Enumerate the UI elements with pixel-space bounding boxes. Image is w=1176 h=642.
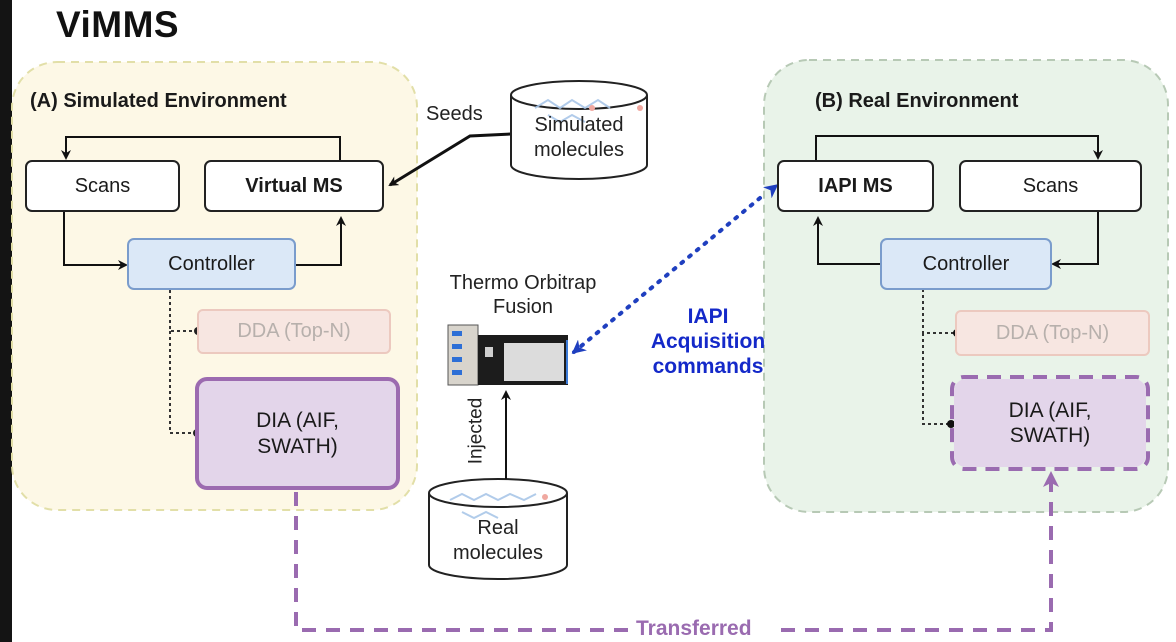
dia-label-line1: DIA (AIF,: [256, 409, 339, 433]
iapi-dotted-connection: [571, 196, 762, 354]
dia-box-a: DIA (AIF, SWATH): [195, 377, 400, 490]
seeds-label: Seeds: [426, 103, 483, 125]
arrow-scans-to-controller: [63, 210, 128, 270]
transferred-label: Transferred: [636, 617, 752, 640]
dia-label-line2: SWATH): [1009, 424, 1091, 447]
controller-box-b: Controller: [880, 238, 1052, 290]
left-edge-bar: [0, 0, 12, 642]
real-environment-heading: (B) Real Environment: [815, 90, 1019, 112]
instrument-label-line2: Fusion: [492, 296, 554, 318]
instrument-label: Thermo Orbitrap Fusion: [428, 271, 618, 319]
iapi-label-line1: IAPI: [687, 305, 729, 328]
seeds-arrow: [388, 132, 512, 187]
connector-controller-dda-a: [169, 290, 196, 332]
connector-dot: [947, 420, 955, 428]
controller-box-a: Controller: [127, 238, 296, 290]
arrow-controller-to-ms-b: [813, 216, 880, 265]
orbitrap-instrument-image: [447, 324, 568, 386]
transfer-dashed-line-right: [781, 471, 1059, 632]
arrow-scans-to-controller-b: [1051, 210, 1099, 269]
iapi-label-line3: commands: [652, 355, 764, 379]
dia-label-line2: SWATH): [257, 434, 338, 458]
connector-controller-dia-a: [169, 331, 196, 434]
simulated-environment-heading: (A) Simulated Environment: [30, 90, 287, 112]
arrow-controller-to-ms: [296, 216, 346, 266]
arrow-ms-to-scans-b: [815, 135, 1103, 165]
iapi-ms-box: IAPI MS: [777, 160, 934, 212]
arrow-ms-to-scans: [61, 136, 341, 162]
injected-label: Injected: [465, 397, 487, 465]
db-label-line2: molecules: [452, 542, 544, 564]
iapi-label-line2: Acquisition: [650, 330, 766, 354]
transfer-dashed-line: [294, 492, 633, 632]
dia-box-b: DIA (AIF, SWATH): [954, 379, 1146, 467]
real-molecules-label: Real molecules: [429, 516, 567, 566]
connector-controller-dia-b: [922, 333, 950, 425]
iapi-commands-label: IAPI Acquisition commands: [648, 304, 768, 380]
db-label-line1: Simulated: [534, 114, 624, 136]
diagram-title: ViMMS: [56, 4, 180, 45]
simulated-molecules-database: [510, 80, 648, 180]
db-label-line1: Real: [477, 517, 519, 539]
virtual-ms-box: Virtual MS: [204, 160, 384, 212]
scans-box-b: Scans: [959, 160, 1142, 212]
scans-box-a: Scans: [25, 160, 180, 212]
real-molecules-database: [428, 478, 568, 580]
simulated-molecules-label: Simulated molecules: [511, 113, 647, 163]
db-label-line2: molecules: [533, 139, 625, 161]
dda-box-b: DDA (Top-N): [955, 310, 1150, 356]
dda-box-a: DDA (Top-N): [197, 309, 391, 354]
dia-label-line1: DIA (AIF,: [1008, 398, 1092, 422]
instrument-label-line1: Thermo Orbitrap: [449, 272, 597, 294]
